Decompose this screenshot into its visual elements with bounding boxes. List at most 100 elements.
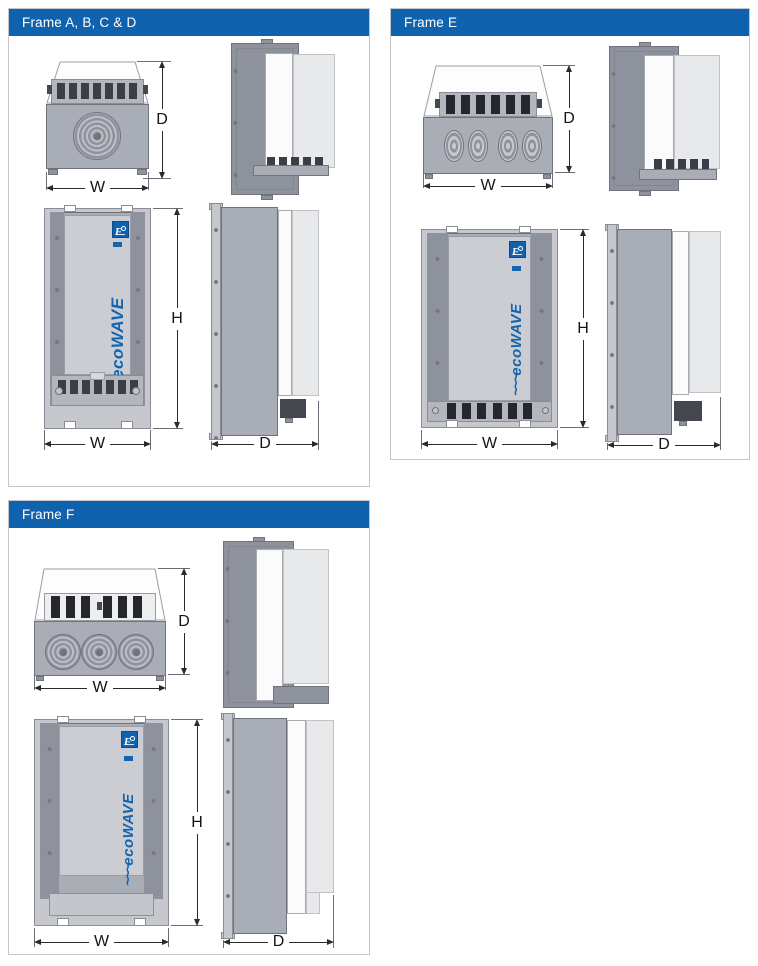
logo-globe-icon: [121, 226, 127, 231]
foot-notch: [446, 420, 458, 428]
extension-line: [552, 171, 553, 188]
mounting-plate-edge: [607, 224, 617, 442]
foot-notch: [64, 421, 76, 429]
panel-frame-f: Frame F D W F: [8, 500, 370, 955]
dimension-depth-top: D: [561, 65, 577, 173]
side-cover: [674, 55, 720, 169]
front-cover: [256, 549, 283, 701]
terminal-blocks: [654, 159, 709, 172]
outer-cover-edge: [292, 210, 319, 396]
ecowave-wordmark: ~~~ecoWAVE: [120, 761, 142, 886]
dim-label-depth: D: [259, 435, 271, 452]
product-name: ecoWAVE: [508, 303, 525, 376]
dim-label-width: W: [93, 933, 110, 950]
logo-letter: F: [114, 226, 123, 238]
panel-header: Frame E: [391, 9, 749, 36]
center-connector: [90, 372, 105, 380]
terminal-slot-group: [447, 403, 489, 419]
front-panel: [64, 215, 131, 375]
side-bolt: [47, 85, 52, 94]
panel-frame-abcd: Frame A, B, C & D D W: [8, 8, 370, 487]
dimension-depth-side: D: [607, 436, 721, 453]
terminal-stud: [285, 418, 293, 423]
extension-line: [143, 178, 171, 179]
logo-globe-icon: [130, 736, 136, 741]
extension-line: [543, 65, 575, 66]
side-column: [40, 723, 59, 899]
logo-letter: F: [511, 246, 520, 258]
bracket-tab: [261, 195, 273, 200]
extension-line: [171, 719, 203, 720]
dim-label-width: W: [92, 679, 108, 696]
mounting-plate-edge: [223, 713, 233, 939]
terminal-stud: [679, 421, 687, 426]
product-name: ecoWAVE: [120, 793, 137, 866]
dim-label-height: H: [191, 813, 203, 831]
dimension-height: H: [189, 719, 205, 926]
dim-label-depth: D: [563, 110, 575, 127]
terminal-blocks: [57, 83, 139, 99]
extension-line: [560, 229, 589, 230]
side-column: [531, 233, 552, 401]
bottom-lip: [639, 169, 717, 180]
foot: [36, 676, 44, 681]
fan-grille: [45, 634, 81, 670]
mounting-hole: [432, 407, 439, 414]
side-column: [131, 212, 145, 406]
mounting-plate-edge: [211, 203, 221, 440]
device-body-side: [617, 229, 672, 435]
fan-grille: [81, 634, 117, 670]
dim-label-depth: D: [156, 111, 168, 128]
extension-line: [555, 172, 575, 173]
fan-grille: [73, 112, 121, 160]
dim-label-depth: D: [658, 436, 670, 453]
bottom-duct: [273, 686, 329, 704]
dimension-height: H: [169, 208, 185, 429]
dim-label-depth: D: [272, 933, 285, 950]
keyhole-tab: [519, 226, 531, 233]
mounting-hole: [132, 387, 140, 395]
side-column: [144, 723, 163, 899]
dimension-width-top: W: [34, 679, 167, 696]
foot: [425, 174, 433, 179]
keyhole-tab: [134, 716, 146, 723]
front-cover: [644, 55, 674, 171]
foot: [48, 169, 58, 175]
vent-grille: [522, 130, 542, 162]
extension-line: [46, 172, 47, 190]
side-bolt: [537, 99, 542, 108]
terminal-slot-group: [493, 403, 535, 419]
dimension-depth-side: D: [211, 435, 319, 452]
foot-notch: [121, 421, 133, 429]
dimension-depth-top: D: [154, 61, 170, 179]
ecowave-wordmark: ~~~ecoWAVE: [508, 271, 530, 396]
blank-bottom-panel: [49, 893, 154, 916]
plate-screws: [611, 48, 616, 189]
front-cover-edge: [672, 231, 689, 395]
side-column: [50, 212, 64, 406]
bottom-lip: [253, 165, 329, 176]
dim-label-width: W: [89, 179, 106, 196]
foot-notch: [519, 420, 531, 428]
dim-label-width: W: [89, 435, 106, 452]
extension-line: [150, 430, 151, 450]
fuji-electric-logo: F: [509, 241, 526, 258]
dim-label-height: H: [577, 319, 589, 337]
front-panel: [448, 236, 531, 401]
outer-cover-step: [306, 892, 320, 914]
foot: [543, 174, 551, 179]
logo-globe-icon: [518, 246, 524, 251]
extension-line: [44, 430, 45, 450]
extension-line: [423, 171, 424, 188]
extension-line: [34, 928, 35, 947]
foot: [137, 169, 147, 175]
fuji-electric-logo: F: [121, 731, 138, 748]
keyhole-tab: [121, 205, 133, 212]
fuji-electric-logo: F: [112, 221, 129, 238]
ecowave-tag: [113, 242, 122, 247]
outer-cover-edge: [689, 231, 721, 393]
vent-grille: [468, 130, 488, 162]
vent-grille: [498, 130, 518, 162]
extension-line: [560, 427, 589, 428]
extension-line: [168, 674, 190, 675]
